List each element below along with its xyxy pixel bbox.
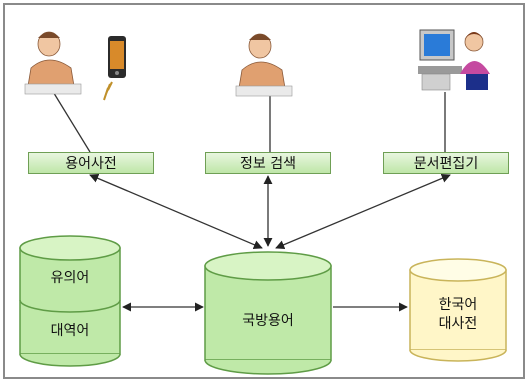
korean-dictionary-database bbox=[409, 258, 507, 362]
synonym-label: 유의어 bbox=[50, 270, 90, 286]
arrow-term-dictionary bbox=[89, 174, 263, 249]
korean-dictionary-label: 한국어 대사전 bbox=[438, 297, 478, 332]
person-at-computer-icon bbox=[418, 29, 490, 91]
person-at-desk-icon bbox=[24, 31, 82, 95]
defense-terms-database bbox=[204, 251, 332, 375]
defense-terms-label: 국방용어 bbox=[242, 313, 294, 329]
connector-user-left bbox=[51, 89, 91, 153]
arrow-document-editor bbox=[275, 173, 451, 250]
document-editor-label: 문서편집기 bbox=[383, 152, 509, 174]
mobile-phone-icon bbox=[108, 36, 126, 78]
synonym-translation-database bbox=[19, 235, 121, 367]
person-at-desk-icon-center bbox=[235, 33, 293, 97]
info-search-label: 정보 검색 bbox=[205, 152, 331, 174]
signal-icon bbox=[103, 81, 113, 101]
translation-label: 대역어 bbox=[50, 323, 90, 339]
term-dictionary-label: 용어사전 bbox=[28, 152, 154, 174]
